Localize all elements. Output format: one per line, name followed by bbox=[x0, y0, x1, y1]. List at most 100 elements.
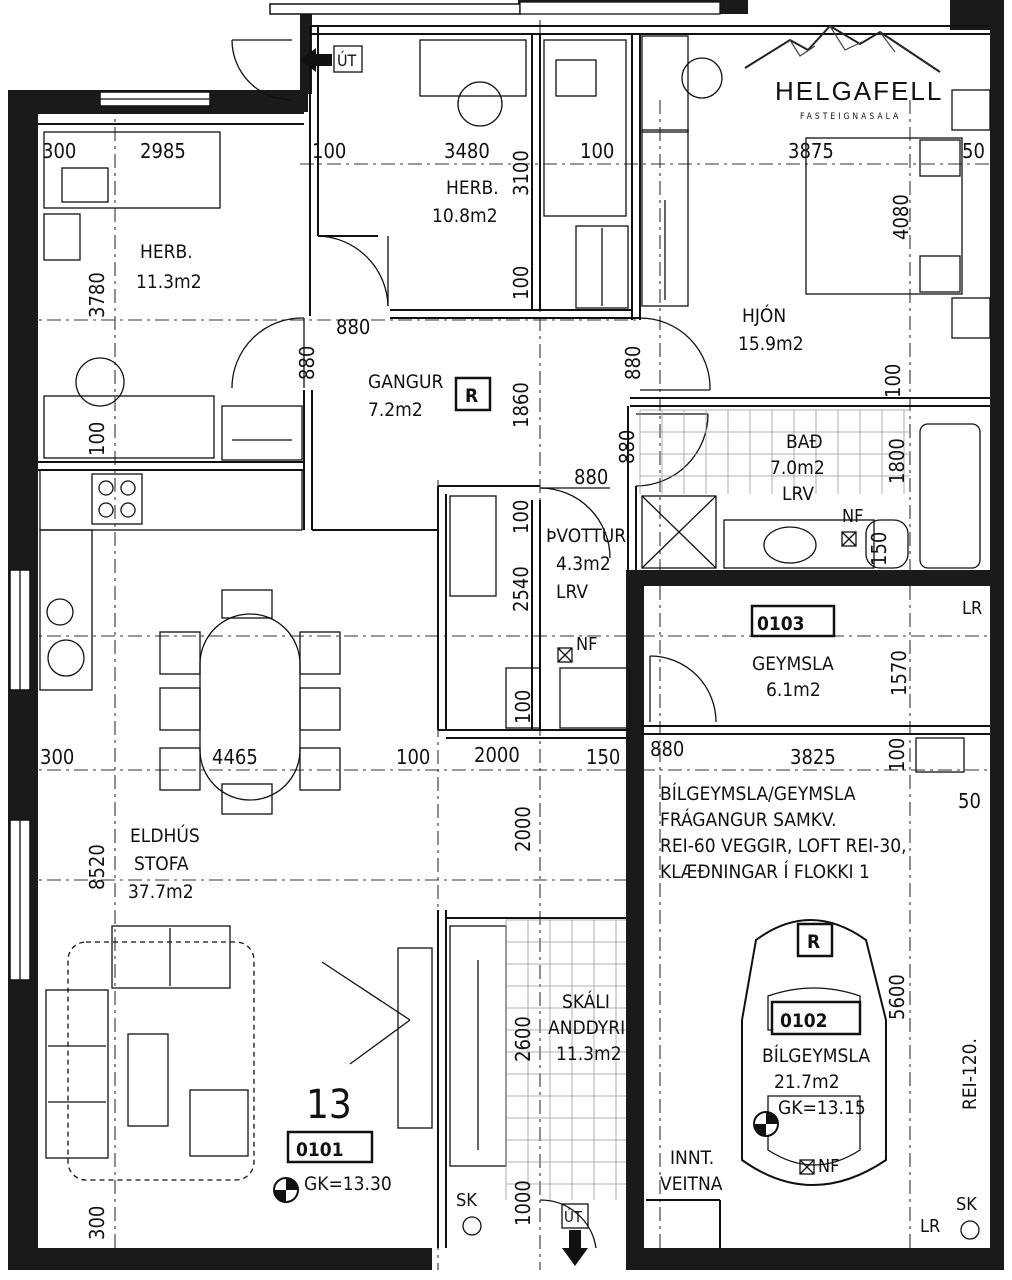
r-marker-gangur-text: R bbox=[465, 385, 478, 407]
dim-3875: 3875 bbox=[788, 139, 834, 163]
herb-mid-name: HERB. bbox=[446, 177, 499, 199]
dim-8520: 8520 bbox=[85, 844, 109, 890]
unit-label: 13 0101 GK=13.30 bbox=[286, 1082, 392, 1195]
dim-100-a: 100 bbox=[312, 139, 346, 163]
dim-1570: 1570 bbox=[887, 650, 911, 696]
dim-100-i: 100 bbox=[885, 738, 909, 772]
room-labels: HERB. 11.3m2 HERB. 10.8m2 HJÓN 15.9m2 GA… bbox=[128, 177, 981, 1119]
dim-100-e: 100 bbox=[881, 364, 905, 398]
windows bbox=[9, 1, 721, 981]
thvottur-name: ÞVOTTUR bbox=[546, 525, 626, 547]
dim-3825: 3825 bbox=[790, 745, 836, 769]
dim-50-top: 50 bbox=[962, 139, 985, 163]
nf-label-laundry: NF bbox=[576, 634, 597, 655]
dim-1800: 1800 bbox=[885, 438, 909, 484]
dim-2600: 2600 bbox=[511, 1016, 535, 1062]
unit-number: 13 bbox=[306, 1082, 352, 1128]
herb-left-name: HERB. bbox=[140, 241, 193, 263]
logo-tagline: FASTEIGNASALA bbox=[800, 112, 901, 122]
bilgeymsla-spec-3: REI-60 VEGGIR, LOFT REI-30, bbox=[660, 835, 907, 857]
unit-id-box bbox=[286, 1130, 374, 1164]
lr-label-top: LR bbox=[962, 598, 982, 619]
doors bbox=[231, 39, 717, 1249]
dim-100-f: 100 bbox=[509, 500, 533, 534]
dim-150-b: 150 bbox=[586, 745, 620, 769]
dimensions: 300 2985 100 3480 100 3875 50 880 880 30… bbox=[40, 139, 985, 1240]
dim-5600: 5600 bbox=[885, 974, 909, 1020]
dim-300-mid: 300 bbox=[40, 745, 74, 769]
herb-mid-area: 10.8m2 bbox=[432, 205, 498, 227]
dim-880-a: 880 bbox=[336, 315, 370, 339]
dim-3480: 3480 bbox=[444, 139, 490, 163]
r-marker-garage-text: R bbox=[807, 931, 820, 953]
dim-3100: 3100 bbox=[509, 150, 533, 196]
bilgeymsla-floor-level: GK=13.15 bbox=[778, 1097, 866, 1119]
dim-1860: 1860 bbox=[509, 382, 533, 428]
dim-1000: 1000 bbox=[511, 1180, 535, 1226]
thvottur-note: LRV bbox=[556, 581, 588, 603]
dim-2000-a: 2000 bbox=[474, 743, 520, 767]
dim-100-d: 100 bbox=[85, 422, 109, 456]
bad-note: LRV bbox=[782, 483, 814, 505]
bilgeymsla-spec-4: KLÆÐNINGAR Í FLOKKI 1 bbox=[660, 860, 870, 883]
geymsla-area: 6.1m2 bbox=[766, 679, 821, 701]
dim-3780: 3780 bbox=[85, 272, 109, 318]
walls bbox=[8, 0, 1004, 1270]
dim-300-bot: 300 bbox=[85, 1206, 109, 1240]
logo-name: HELGAFELL bbox=[775, 76, 943, 106]
nf-label-garage: NF bbox=[818, 1156, 839, 1177]
dim-4080: 4080 bbox=[889, 194, 913, 240]
bilgeymsla-id-box bbox=[770, 1000, 862, 1036]
bad-name: BAÐ bbox=[786, 431, 823, 453]
lr-label-bottom: LR bbox=[920, 1216, 940, 1237]
dim-880-c: 880 bbox=[574, 465, 608, 489]
bilgeymsla-area: 21.7m2 bbox=[774, 1071, 840, 1093]
dim-2000-b: 2000 bbox=[511, 806, 535, 852]
unit-id: 0101 bbox=[296, 1139, 344, 1161]
nf-label-bath: NF bbox=[842, 506, 863, 527]
dim-2985: 2985 bbox=[140, 139, 186, 163]
wall-rating: REI-120. bbox=[959, 1038, 981, 1110]
r-marker-gangur bbox=[454, 376, 492, 412]
thvottur-area: 4.3m2 bbox=[556, 553, 611, 575]
dim-2540: 2540 bbox=[509, 566, 533, 612]
skali-name: SKÁLI bbox=[562, 990, 610, 1013]
stofa-name: STOFA bbox=[134, 853, 189, 875]
sk-label-left: SK bbox=[456, 1190, 477, 1211]
exit-label-top: ÚT bbox=[337, 51, 357, 70]
nf-symbol-garage: NF bbox=[799, 1156, 839, 1177]
r-marker-garage bbox=[796, 922, 834, 958]
dim-100-c: 100 bbox=[509, 266, 533, 300]
geymsla-id: 0103 bbox=[757, 613, 805, 635]
exit-sign-top: ÚT bbox=[300, 45, 363, 73]
furniture bbox=[39, 35, 991, 1186]
dim-880-b: 880 bbox=[295, 346, 319, 380]
hjon-name: HJÓN bbox=[742, 303, 786, 327]
geymsla-name: GEYMSLA bbox=[752, 653, 834, 675]
gangur-area: 7.2m2 bbox=[368, 399, 423, 421]
unit-floor-level: GK=13.30 bbox=[304, 1173, 392, 1195]
dim-100-b: 100 bbox=[580, 139, 614, 163]
sk-symbol-right: SK bbox=[956, 1194, 980, 1240]
dim-880-d: 880 bbox=[621, 346, 645, 380]
sk-symbol-left: SK bbox=[456, 1190, 482, 1236]
dim-50-mid: 50 bbox=[958, 789, 981, 813]
sk-label-right: SK bbox=[956, 1194, 977, 1215]
gangur-name: GANGUR bbox=[368, 371, 443, 393]
dim-880-f: 880 bbox=[650, 737, 684, 761]
exit-sign-bottom: ÚT bbox=[561, 1203, 589, 1266]
dim-100-h: 100 bbox=[396, 745, 430, 769]
dim-300-top: 300 bbox=[42, 139, 76, 163]
dim-100-g: 100 bbox=[511, 690, 535, 724]
helgafell-logo: HELGAFELL FASTEIGNASALA bbox=[744, 24, 943, 122]
bilgeymsla-id: 0102 bbox=[780, 1010, 828, 1032]
bad-area: 7.0m2 bbox=[770, 457, 825, 479]
veitna-label: VEITNA bbox=[660, 1173, 723, 1195]
anddyri-name: ANDDYRI bbox=[548, 1017, 625, 1039]
geymsla-id-box bbox=[750, 604, 836, 638]
bilgeymsla-spec-1: BÍLGEYMSLA/GEYMSLA bbox=[660, 782, 856, 805]
eldhus-area: 37.7m2 bbox=[128, 881, 194, 903]
dim-4465: 4465 bbox=[212, 745, 258, 769]
bilgeymsla-spec-2: FRÁGANGUR SAMKV. bbox=[660, 808, 837, 831]
